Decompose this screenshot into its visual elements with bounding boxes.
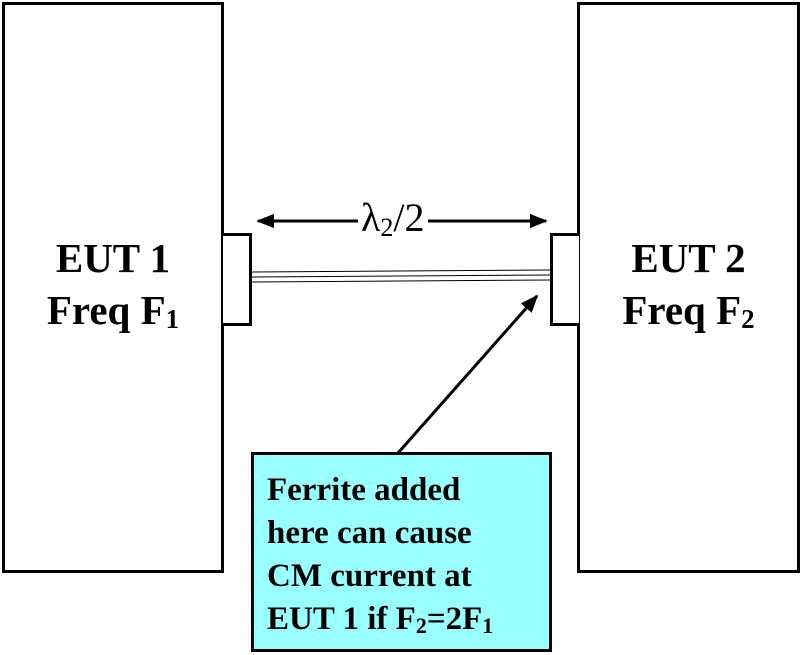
eut1-freq-prefix: Freq F xyxy=(46,287,166,333)
eut1-box xyxy=(2,2,224,573)
cable xyxy=(251,269,551,283)
note-line-4-sub-1: 2 xyxy=(415,613,427,638)
ferrite-pointer-arrow xyxy=(396,294,539,454)
note-line-2: here can cause xyxy=(267,515,472,551)
ferrite-note-callout: Ferrite added here can cause CM current … xyxy=(251,452,552,652)
distance-label: λ2/2 xyxy=(358,195,428,242)
lambda-symbol: λ xyxy=(361,195,381,240)
eut1-freq: Freq F1 xyxy=(47,287,179,333)
eut2-box xyxy=(577,2,800,573)
eut2-freq: Freq F2 xyxy=(622,287,754,333)
note-line-4-part-b: =2F xyxy=(426,601,483,637)
eut2-label: EUT 2 Freq F2 xyxy=(577,232,800,336)
note-line-1: Ferrite added xyxy=(267,472,461,508)
eut2-name: EUT 2 xyxy=(631,235,746,281)
eut1-label: EUT 1 Freq F1 xyxy=(2,232,224,336)
note-line-4-sub-2: 1 xyxy=(482,613,494,638)
eut1-name: EUT 1 xyxy=(55,235,171,281)
eut2-connector xyxy=(550,233,579,326)
eut1-freq-subscript: 1 xyxy=(165,304,180,334)
eut1-connector xyxy=(223,233,252,326)
note-line-4: EUT 1 if F2=2F1 xyxy=(267,598,539,641)
distance-suffix: /2 xyxy=(393,195,425,240)
eut2-freq-prefix: Freq F xyxy=(622,287,742,333)
eut2-freq-subscript: 2 xyxy=(741,304,755,334)
note-line-4-part-a: EUT 1 if F xyxy=(267,601,416,637)
note-line-3: CM current at xyxy=(267,558,472,594)
lambda-subscript: 2 xyxy=(380,213,394,242)
